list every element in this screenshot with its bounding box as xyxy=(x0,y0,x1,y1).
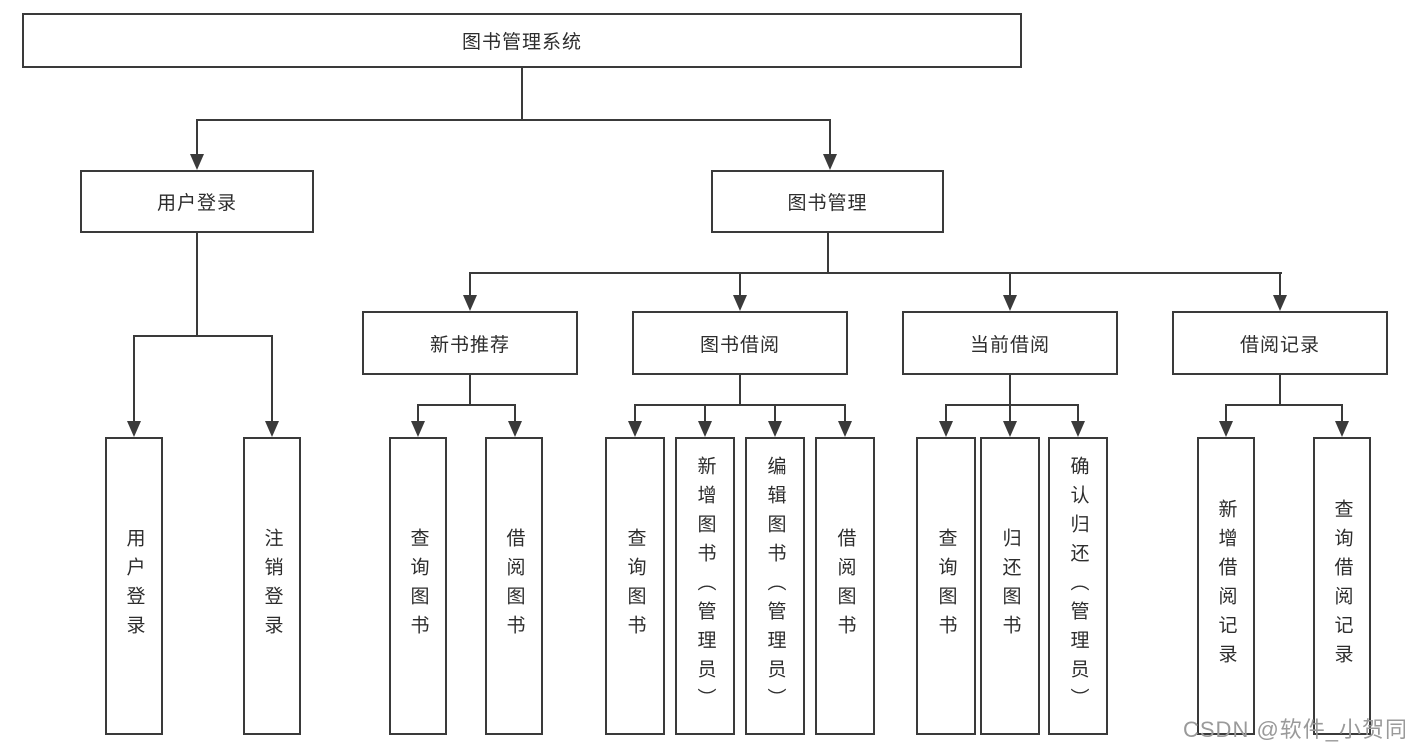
leaf-label: 编辑图书（管理员） xyxy=(764,455,786,717)
connector-line xyxy=(196,119,831,121)
leaf-label: 注销登录 xyxy=(261,528,283,644)
arrowhead-down-icon xyxy=(838,421,852,437)
connector-line xyxy=(945,404,947,425)
arrowhead-down-icon xyxy=(508,421,522,437)
connector-line xyxy=(827,233,829,272)
node-new-book-recommend: 新书推荐 xyxy=(362,311,578,375)
arrowhead-down-icon xyxy=(1219,421,1233,437)
arrowhead-down-icon xyxy=(698,421,712,437)
connector-line xyxy=(704,404,706,425)
leaf-label: 查询图书 xyxy=(624,528,646,644)
connector-line xyxy=(469,272,471,297)
connector-line xyxy=(945,404,1079,406)
node-label: 新书推荐 xyxy=(429,334,510,356)
arrowhead-down-icon xyxy=(265,421,279,437)
connector-line xyxy=(739,272,741,297)
connector-line xyxy=(634,404,846,406)
leaf-query-borrow-record: 查询借阅记录 xyxy=(1313,437,1371,735)
node-label: 当前借阅 xyxy=(969,334,1050,356)
connector-line xyxy=(133,335,135,425)
connector-line xyxy=(1279,272,1281,297)
connector-line xyxy=(514,404,516,425)
arrowhead-down-icon xyxy=(1273,295,1287,311)
leaf-confirm-return-admin: 确认归还（管理员） xyxy=(1048,437,1108,735)
leaf-label: 新增借阅记录 xyxy=(1215,499,1237,673)
arrowhead-down-icon xyxy=(823,154,837,170)
connector-line xyxy=(1009,272,1011,297)
leaf-label: 查询借阅记录 xyxy=(1331,499,1353,673)
arrowhead-down-icon xyxy=(411,421,425,437)
connector-line xyxy=(1279,375,1281,404)
leaf-label: 新增图书（管理员） xyxy=(694,455,716,717)
arrowhead-down-icon xyxy=(768,421,782,437)
connector-line xyxy=(844,404,846,425)
leaf-edit-books-admin: 编辑图书（管理员） xyxy=(745,437,805,735)
leaf-user-login: 用户登录 xyxy=(105,437,163,735)
connector-line xyxy=(417,404,419,425)
connector-line xyxy=(1341,404,1343,425)
node-label: 图书管理系统 xyxy=(461,32,582,53)
connector-line xyxy=(1009,375,1011,404)
connector-line xyxy=(469,272,1282,274)
connector-line xyxy=(1225,404,1343,406)
csdn-watermark: CSDN @软件_小贺同学 xyxy=(1183,717,1405,742)
leaf-query-books-recommend: 查询图书 xyxy=(389,437,447,735)
node-book-management: 图书管理 xyxy=(711,170,944,233)
leaf-query-books-borrowing: 查询图书 xyxy=(605,437,665,735)
connector-line xyxy=(196,233,198,335)
leaf-borrow-books-recommend: 借阅图书 xyxy=(485,437,543,735)
leaf-return-books: 归还图书 xyxy=(980,437,1040,735)
leaf-label: 借阅图书 xyxy=(834,528,856,644)
leaf-add-books-admin: 新增图书（管理员） xyxy=(675,437,735,735)
arrowhead-down-icon xyxy=(733,295,747,311)
connector-line xyxy=(739,375,741,404)
connector-line xyxy=(133,335,273,337)
arrowhead-down-icon xyxy=(127,421,141,437)
arrowhead-down-icon xyxy=(1335,421,1349,437)
leaf-query-books-current: 查询图书 xyxy=(916,437,976,735)
leaf-label: 借阅图书 xyxy=(503,528,525,644)
leaf-label: 确认归还（管理员） xyxy=(1067,455,1089,717)
connector-line xyxy=(829,119,831,158)
arrowhead-down-icon xyxy=(939,421,953,437)
connector-line xyxy=(1225,404,1227,425)
node-label: 用户登录 xyxy=(156,193,237,214)
connector-line xyxy=(417,404,516,406)
arrowhead-down-icon xyxy=(1071,421,1085,437)
node-book-borrowing: 图书借阅 xyxy=(632,311,848,375)
node-user-login: 用户登录 xyxy=(80,170,314,233)
leaf-label: 归还图书 xyxy=(999,528,1021,644)
leaf-label: 查询图书 xyxy=(407,528,429,644)
leaf-logout: 注销登录 xyxy=(243,437,301,735)
leaf-label: 用户登录 xyxy=(123,528,145,644)
arrowhead-down-icon xyxy=(1003,421,1017,437)
connector-line xyxy=(634,404,636,425)
arrowhead-down-icon xyxy=(190,154,204,170)
connector-line xyxy=(1009,404,1011,425)
connector-line xyxy=(469,375,471,404)
arrowhead-down-icon xyxy=(463,295,477,311)
leaf-borrow-books: 借阅图书 xyxy=(815,437,875,735)
node-label: 图书管理 xyxy=(787,193,868,214)
arrowhead-down-icon xyxy=(1003,295,1017,311)
leaf-add-borrow-record: 新增借阅记录 xyxy=(1197,437,1255,735)
node-library-management-system: 图书管理系统 xyxy=(22,13,1022,68)
connector-line xyxy=(1077,404,1079,425)
node-current-borrowing: 当前借阅 xyxy=(902,311,1118,375)
node-borrowing-records: 借阅记录 xyxy=(1172,311,1388,375)
connector-line xyxy=(196,119,198,158)
node-label: 图书借阅 xyxy=(699,334,780,356)
connector-line xyxy=(774,404,776,425)
node-label: 借阅记录 xyxy=(1239,334,1320,356)
connector-line xyxy=(521,68,523,119)
leaf-label: 查询图书 xyxy=(935,528,957,644)
arrowhead-down-icon xyxy=(628,421,642,437)
connector-line xyxy=(271,335,273,425)
